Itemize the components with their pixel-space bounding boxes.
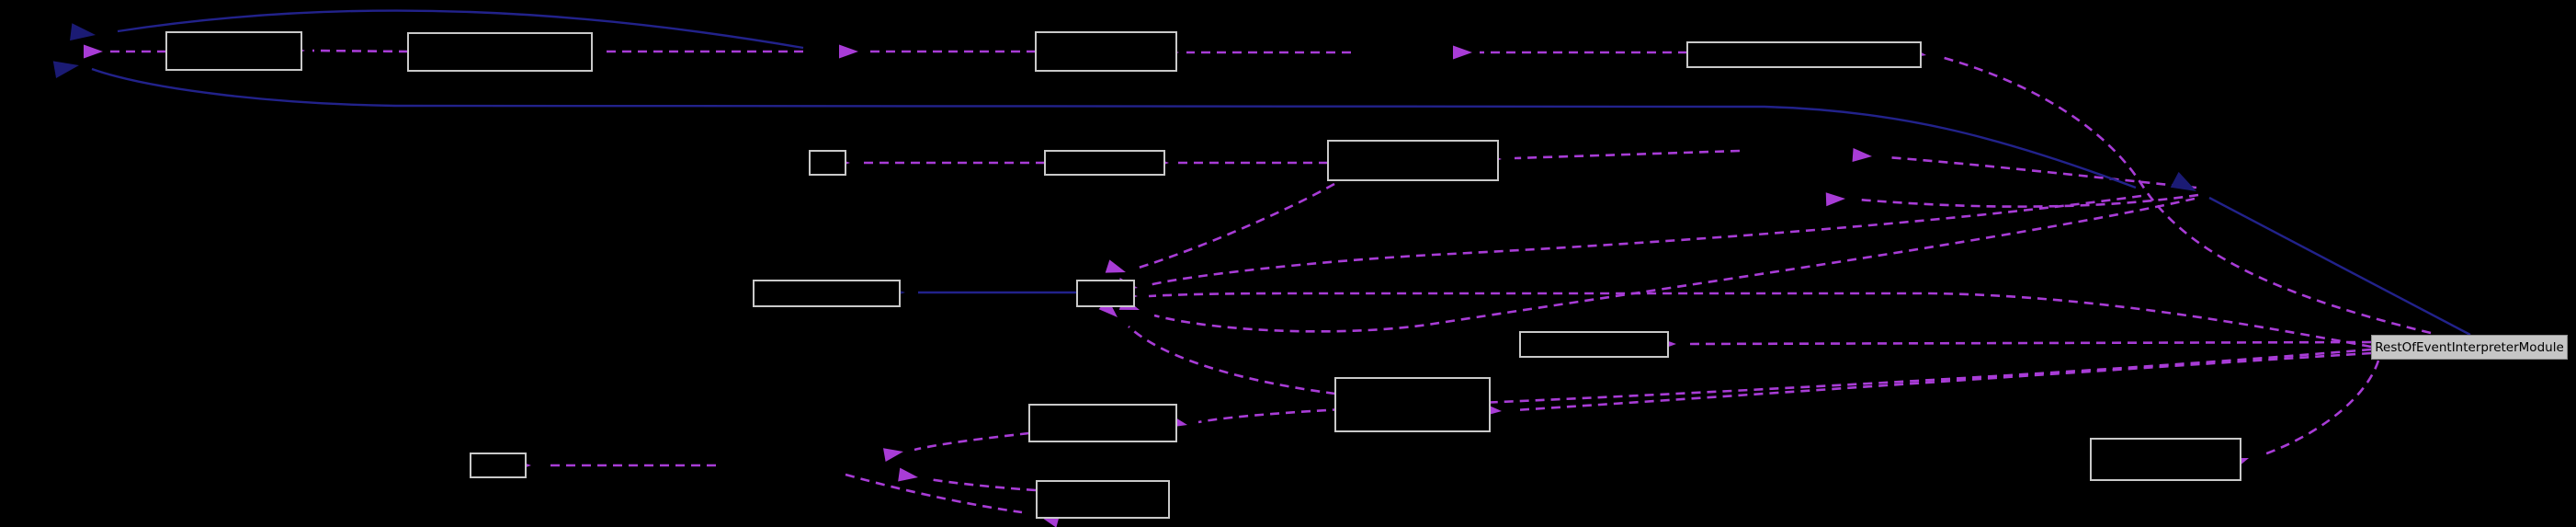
graph-node[interactable] <box>1028 404 1177 442</box>
graph-node[interactable] <box>1519 331 1669 358</box>
graph-node[interactable] <box>1035 31 1177 72</box>
dashed-edge <box>1197 348 2372 424</box>
dashed-edge <box>1153 197 2196 333</box>
solid-edge <box>117 9 804 50</box>
graph-node[interactable] <box>470 453 527 478</box>
arrowhead-icon <box>839 44 858 59</box>
dashed-edge <box>1857 193 2199 208</box>
dashed-edge <box>914 431 1030 452</box>
arrowhead-icon <box>1825 192 1845 207</box>
graph-node[interactable] <box>1076 280 1135 307</box>
dashed-edge <box>1148 292 2372 349</box>
arrowhead-icon <box>1105 259 1126 273</box>
graph-node[interactable] <box>2090 438 2241 481</box>
arrowhead-icon <box>1098 299 1118 317</box>
graph-node[interactable] <box>753 280 901 307</box>
dashed-edge <box>928 477 1037 492</box>
dashed-edge <box>1514 149 1741 160</box>
dashed-edge <box>1138 182 1335 269</box>
graph-node[interactable] <box>407 32 593 72</box>
arrowhead-icon <box>1453 45 1472 60</box>
arrowhead-icon <box>52 61 79 79</box>
dashed-edge <box>1128 326 1336 395</box>
dashed-edge <box>1514 351 2372 412</box>
root-node[interactable]: RestOfEventInterpreterModule <box>2371 335 2568 360</box>
arrowhead-icon <box>70 23 96 41</box>
dashed-edge <box>312 49 409 53</box>
solid-edge <box>2208 196 2471 337</box>
graph-node[interactable] <box>1334 377 1491 432</box>
graph-node[interactable] <box>1036 480 1170 519</box>
dashed-edge <box>845 473 1023 514</box>
graph-node[interactable] <box>165 31 302 71</box>
arrowhead-icon <box>883 448 903 463</box>
graph-node[interactable] <box>1327 140 1499 181</box>
arrowhead-icon <box>84 44 103 59</box>
arrowhead-icon <box>1852 148 1872 163</box>
graph-node[interactable] <box>1686 41 1922 68</box>
arrowhead-icon <box>2170 171 2196 191</box>
dashed-edge <box>1886 155 2197 189</box>
dashed-edge <box>1940 55 2432 335</box>
graph-node[interactable] <box>1044 150 1165 176</box>
dashed-edge <box>1686 340 2372 346</box>
graph-node[interactable] <box>809 150 846 176</box>
solid-edge <box>91 67 2137 189</box>
dashed-edge <box>2261 360 2380 457</box>
dashed-edge <box>1148 194 2142 287</box>
arrowhead-icon <box>898 467 918 482</box>
